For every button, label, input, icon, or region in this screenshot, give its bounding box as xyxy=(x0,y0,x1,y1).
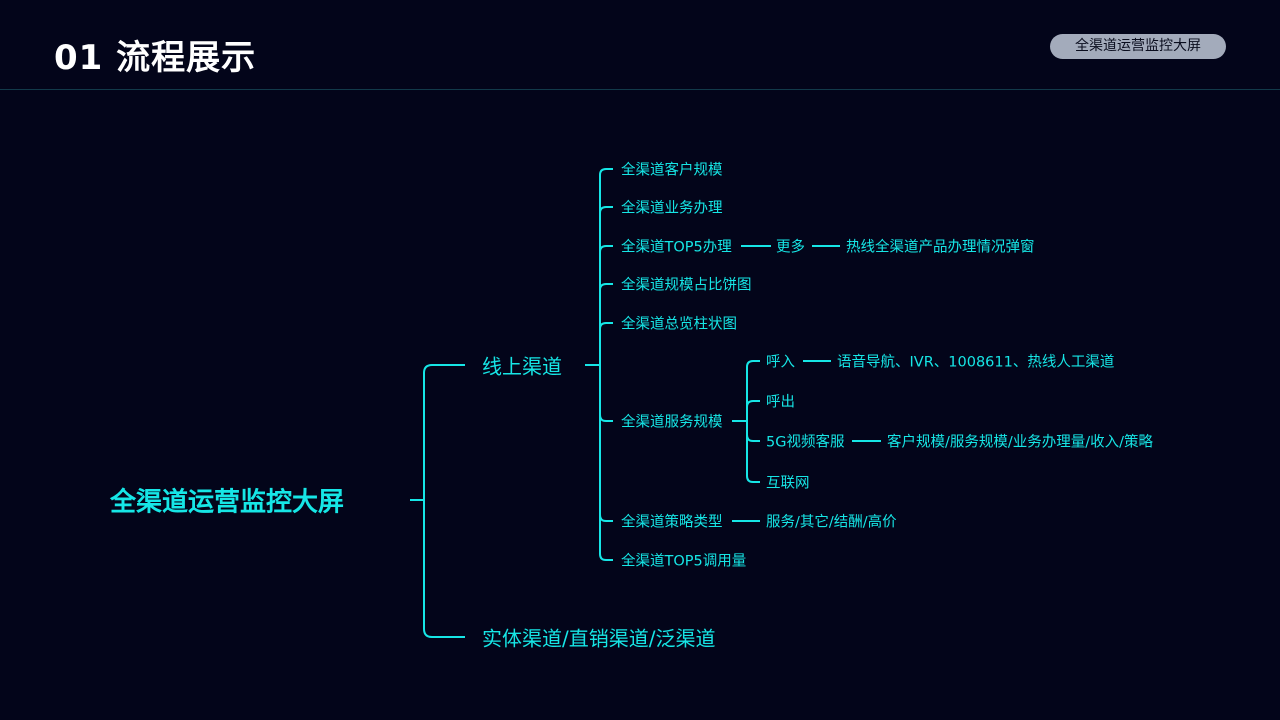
node-outbound: 呼出 xyxy=(766,394,795,411)
page-title: 01 流程展示 xyxy=(54,38,257,78)
node-online-channel: 线上渠道 xyxy=(482,354,562,379)
node-strategy: 全渠道策略类型 xyxy=(621,514,723,531)
node-customer-scale: 全渠道客户规模 xyxy=(621,162,723,179)
node-service: 全渠道服务规模 xyxy=(621,414,723,431)
node-more: 更多 xyxy=(776,239,805,256)
node-internet: 互联网 xyxy=(766,475,810,492)
screen-badge[interactable]: 全渠道运营监控大屏 xyxy=(1050,34,1226,59)
node-business: 全渠道业务办理 xyxy=(621,200,723,217)
node-bar: 全渠道总览柱状图 xyxy=(621,316,737,333)
node-pie: 全渠道规模占比饼图 xyxy=(621,277,752,294)
node-offline-channel: 实体渠道/直销渠道/泛渠道 xyxy=(482,626,716,651)
node-top5-calls: 全渠道TOP5调用量 xyxy=(621,553,747,570)
header-divider xyxy=(0,89,1280,90)
node-top5: 全渠道TOP5办理 xyxy=(621,239,732,256)
root-bracket xyxy=(423,364,465,638)
node-strategy-detail: 服务/其它/结酬/高价 xyxy=(766,514,897,531)
node-video-detail: 客户规模/服务规模/业务办理量/收入/策略 xyxy=(887,434,1154,451)
online-bracket xyxy=(599,168,613,561)
node-video: 5G视频客服 xyxy=(766,434,845,451)
root-node: 全渠道运营监控大屏 xyxy=(110,487,345,518)
node-popup: 热线全渠道产品办理情况弹窗 xyxy=(846,239,1035,256)
node-inbound-detail: 语音导航、IVR、1008611、热线人工渠道 xyxy=(837,354,1115,371)
node-inbound: 呼入 xyxy=(766,354,795,371)
service-bracket xyxy=(746,360,760,483)
